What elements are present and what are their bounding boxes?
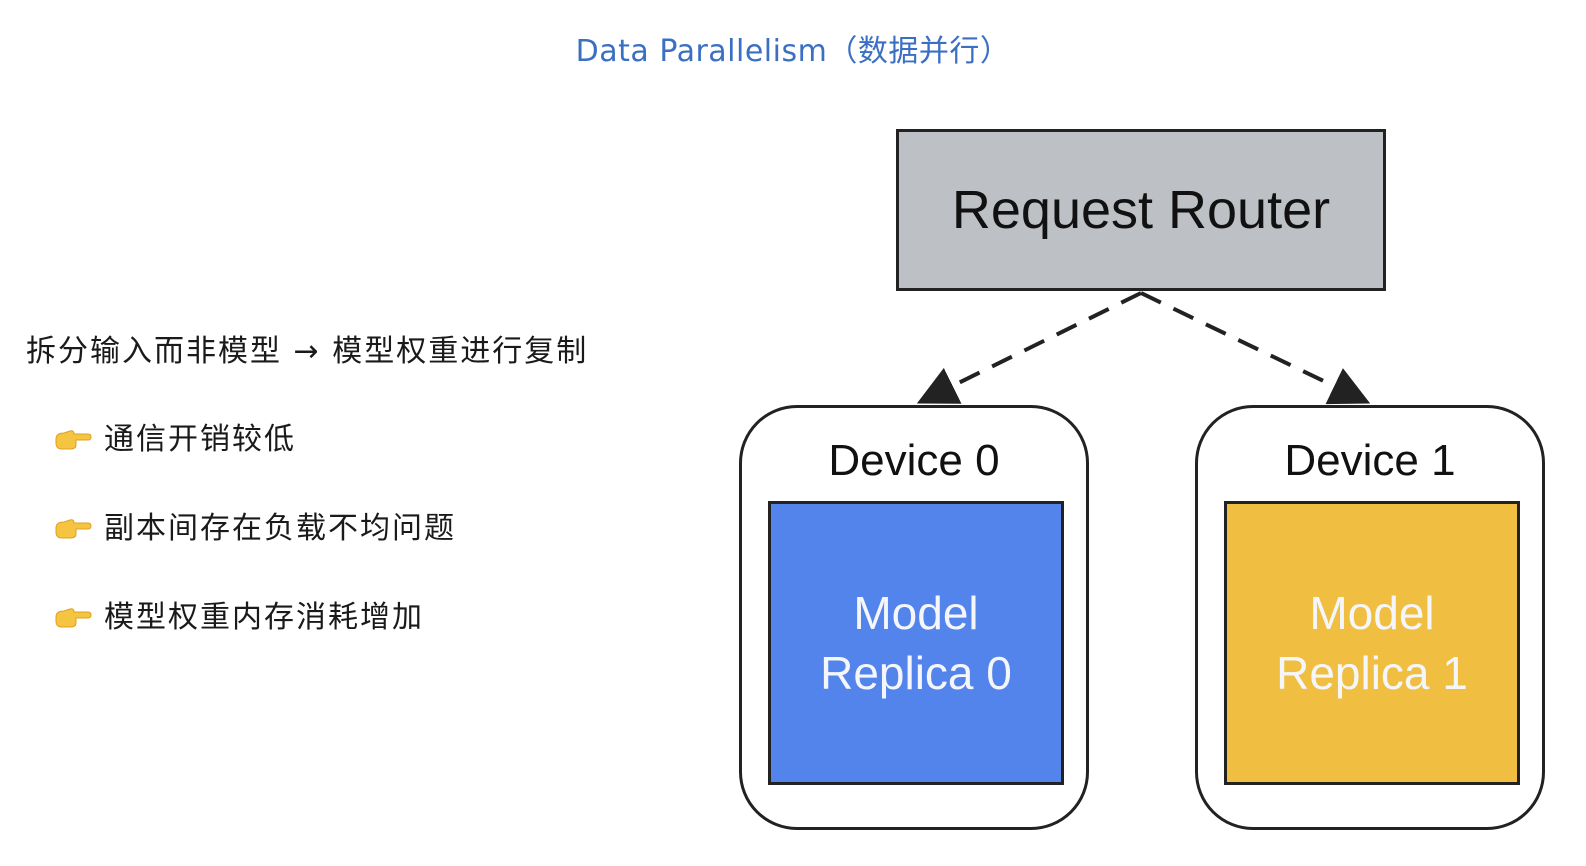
bullet-text: 模型权重内存消耗增加 [104,600,424,635]
pointing-hand-icon [52,513,92,539]
model-replica-1: Model Replica 1 [1224,501,1520,785]
device-0-node: Device 0 Model Replica 0 [739,405,1089,830]
replica-label-line2: Replica 1 [1276,647,1468,699]
edge-router-device1 [1140,291,1371,405]
bullet-text: 通信开销较低 [104,422,296,457]
replica-label-line1: Model [853,587,979,639]
replica-label-line1: Model [1309,587,1435,639]
request-router-node: Request Router [896,129,1386,291]
device-label: Device 0 [828,436,1000,485]
bullet-item: 通信开销较低 [52,414,296,458]
page-title: Data Parallelism（数据并行） [575,34,1011,69]
replica-label-line2: Replica 0 [820,647,1012,699]
bullet-item: 副本间存在负载不均问题 [52,503,456,547]
main-point: 拆分输入而非模型 → 模型权重进行复制 [26,334,589,369]
bullet-item: 模型权重内存消耗增加 [52,592,424,636]
router-label: Request Router [951,180,1331,240]
pointing-hand-icon [52,602,92,628]
bullet-text: 副本间存在负载不均问题 [104,511,456,546]
pointing-hand-icon [52,424,92,450]
model-replica-0: Model Replica 0 [768,501,1064,785]
edge-router-device0 [916,291,1142,404]
device-label: Device 1 [1284,436,1456,485]
device-1-node: Device 1 Model Replica 1 [1195,405,1545,830]
